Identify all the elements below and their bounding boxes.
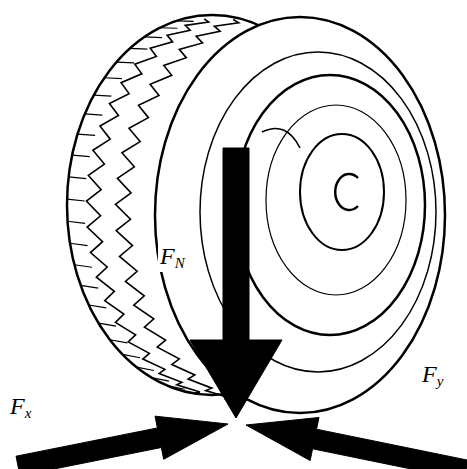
tread-groove (160, 27, 178, 29)
hub-cap (335, 174, 358, 210)
wheel-hub (300, 134, 384, 250)
tread-groove (70, 243, 88, 245)
tread-groove (167, 386, 185, 390)
rim-inner (266, 105, 406, 295)
normal-force-arrow (190, 148, 282, 418)
tread-groove (176, 20, 194, 22)
tread-groove (81, 285, 99, 288)
longitudinal-force-arrow (16, 416, 228, 469)
rim-detail (262, 128, 300, 148)
tread-groove (68, 221, 86, 223)
force-label: Fy (420, 360, 445, 390)
label-holder: Fy (420, 360, 445, 390)
tread-groove (74, 265, 92, 268)
tread-groove (104, 77, 122, 79)
force-label: Fx (8, 392, 33, 422)
label-holder: Fx (8, 392, 33, 422)
wheel-rim (235, 75, 425, 335)
tread-groove (122, 354, 140, 357)
tread-groove (89, 305, 107, 308)
tread-groove (116, 62, 134, 64)
force-label: FN (158, 242, 187, 272)
tread-groove (77, 134, 95, 135)
tread-groove (69, 177, 87, 179)
tread-groove (94, 95, 112, 96)
tread-groove (67, 199, 85, 201)
tread-groove (85, 114, 103, 115)
tread-groove (144, 36, 162, 38)
label-holder: FN (158, 242, 187, 272)
tread-groove (110, 340, 128, 343)
tread-groove (151, 378, 169, 381)
tread-groove (98, 323, 116, 326)
tread-groove (72, 155, 90, 157)
tread-groove (130, 48, 148, 50)
tread-groove (136, 367, 154, 370)
lateral-force-arrow (246, 417, 467, 469)
